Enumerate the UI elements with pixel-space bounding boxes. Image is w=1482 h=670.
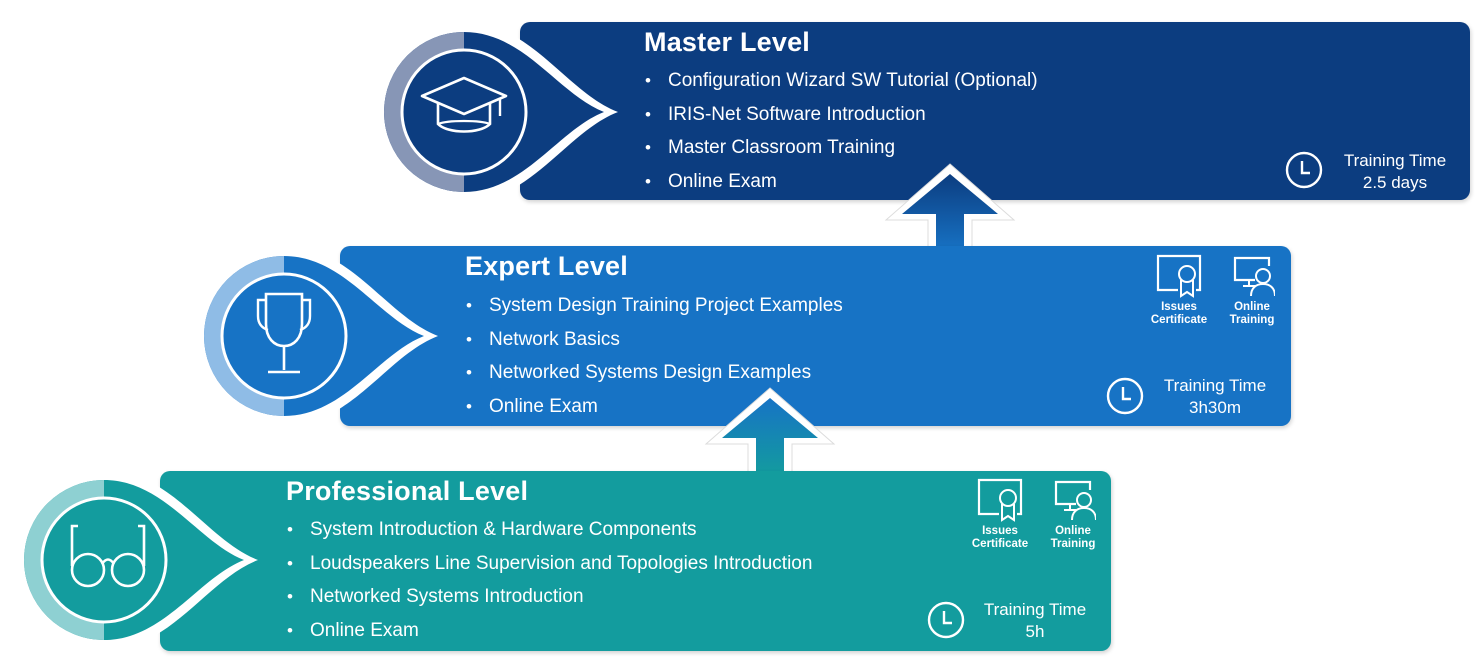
badge-label: Training	[1229, 314, 1275, 326]
graduation-cap-icon	[420, 76, 508, 133]
online-training-icon	[1233, 256, 1275, 297]
issues-certificate-badge: Issues Certificate	[964, 476, 1036, 551]
list-item: Online Exam	[285, 614, 812, 648]
clock-icon	[1106, 377, 1144, 415]
training-time: Training Time 3h30m	[1150, 375, 1280, 419]
badge-label: Issues	[1161, 301, 1197, 313]
training-time: Training Time 5h	[970, 599, 1100, 643]
list-item: Network Basics	[464, 323, 843, 357]
training-time-value: 3h30m	[1189, 398, 1241, 417]
arrow-up-icon	[704, 387, 836, 481]
online-training-badge: Online Training	[1041, 476, 1105, 551]
master-level-emblem	[374, 22, 618, 202]
expert-level-title: Expert Level	[465, 251, 628, 281]
clock-icon	[1285, 151, 1323, 189]
professional-level-emblem	[14, 470, 258, 650]
expert-level-emblem	[194, 246, 438, 426]
clock-icon	[927, 601, 965, 639]
issues-certificate-badge: Issues Certificate	[1144, 252, 1214, 327]
training-time: Training Time 2.5 days	[1330, 150, 1460, 194]
online-training-icon	[1054, 480, 1096, 521]
certificate-icon	[977, 478, 1023, 522]
list-item: Networked Systems Design Examples	[464, 356, 843, 390]
badge-label: Training	[1050, 538, 1096, 550]
expert-level-items: System Design Training Project Examples …	[464, 289, 843, 423]
training-time-label: Training Time	[1163, 376, 1267, 395]
arrow-up-icon	[884, 163, 1016, 257]
online-training-badge: Online Training	[1220, 252, 1284, 327]
trophy-icon	[256, 292, 312, 374]
badge-label: Issues	[982, 525, 1018, 537]
list-item: Loudspeakers Line Supervision and Topolo…	[285, 547, 812, 581]
training-time-label: Training Time	[983, 600, 1087, 619]
certificate-icon	[1156, 254, 1202, 298]
list-item: Master Classroom Training	[643, 131, 1038, 165]
master-level-title: Master Level	[644, 27, 810, 57]
training-time-label: Training Time	[1343, 151, 1447, 170]
badge-label: Online	[1234, 301, 1270, 313]
badge-label: Certificate	[1150, 314, 1208, 326]
master-level-items: Configuration Wizard SW Tutorial (Option…	[643, 64, 1038, 198]
list-item: Configuration Wizard SW Tutorial (Option…	[643, 64, 1038, 98]
list-item: Networked Systems Introduction	[285, 580, 812, 614]
list-item: System Design Training Project Examples	[464, 289, 843, 323]
badge-label: Certificate	[971, 538, 1029, 550]
glasses-icon	[70, 524, 146, 588]
list-item: System Introduction & Hardware Component…	[285, 513, 812, 547]
professional-level-title: Professional Level	[286, 476, 529, 506]
list-item: Online Exam	[464, 390, 843, 424]
list-item: Online Exam	[643, 165, 1038, 199]
training-time-value: 5h	[1025, 622, 1045, 641]
list-item: IRIS-Net Software Introduction	[643, 98, 1038, 132]
training-time-value: 2.5 days	[1362, 173, 1428, 192]
professional-level-items: System Introduction & Hardware Component…	[285, 513, 812, 647]
badge-label: Online	[1055, 525, 1091, 537]
